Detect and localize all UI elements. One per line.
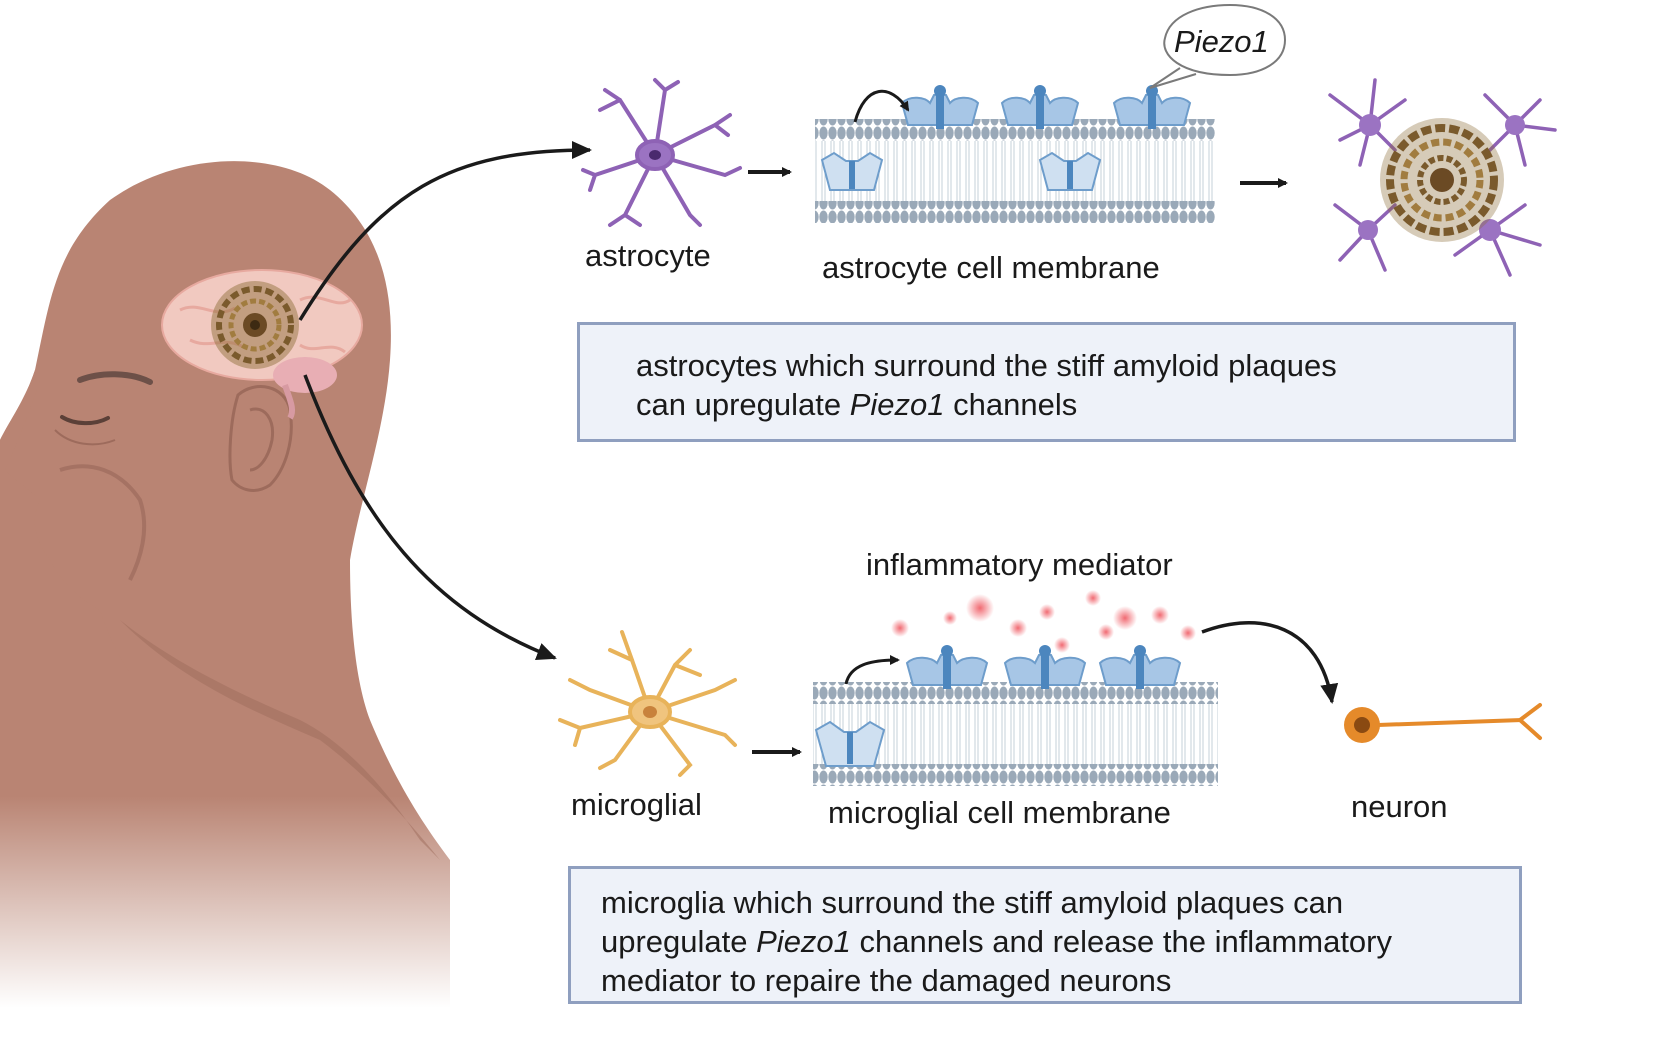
astrocyte-label: astrocyte bbox=[585, 238, 711, 273]
astrocytes-surrounding-plaque bbox=[1328, 78, 1557, 277]
amyloid-plaque-on-brain bbox=[211, 281, 299, 369]
arrow-brain-to-astrocyte bbox=[298, 141, 592, 321]
speech-bubble bbox=[1163, 3, 1287, 77]
closed-eye bbox=[60, 415, 110, 426]
microglia-membrane-diagram bbox=[813, 645, 1218, 786]
arrow-mediator-to-neuron bbox=[1201, 621, 1339, 704]
arrow-brain-to-microglia bbox=[303, 374, 557, 660]
astrocyte-caption-line2: can upregulate Piezo1 channels bbox=[636, 387, 1078, 422]
insertion-arrow bbox=[844, 655, 900, 685]
piezo1-channel-icons bbox=[814, 645, 1182, 767]
astrocyte-caption-line1: astrocytes which surround the stiff amyl… bbox=[636, 348, 1337, 383]
microglia-caption-line2: upregulate Piezo1 channels and release t… bbox=[601, 924, 1392, 959]
astrocyte-membrane-label: astrocyte cell membrane bbox=[822, 250, 1160, 285]
eyebrow bbox=[77, 371, 153, 385]
microglia-caption-line3: mediator to repaire the damaged neurons bbox=[601, 963, 1172, 998]
microglia-cell-icon bbox=[558, 630, 737, 777]
neuron-label: neuron bbox=[1351, 789, 1448, 824]
microglial-label: microglial bbox=[571, 787, 702, 822]
piezo1-channel-icons bbox=[820, 85, 1192, 191]
figure: astrocyte astrocyte cell membrane Piezo1… bbox=[0, 3, 1557, 1008]
microglial-membrane-label: microglial cell membrane bbox=[828, 795, 1171, 830]
piezo1-italic: Piezo1 bbox=[756, 924, 851, 959]
piezo1-italic: Piezo1 bbox=[849, 387, 945, 422]
inflammatory-mediator-particles bbox=[891, 590, 1196, 653]
figure-artwork bbox=[0, 3, 1557, 1008]
microglia-caption-line1: microglia which surround the stiff amylo… bbox=[601, 885, 1344, 920]
astrocyte-caption-box: astrocytes which surround the stiff amyl… bbox=[577, 322, 1516, 442]
ear bbox=[228, 385, 293, 492]
insertion-arrow bbox=[853, 89, 910, 123]
neuron-icon bbox=[1344, 703, 1542, 743]
astrocyte-cell-icon bbox=[581, 78, 742, 227]
inflammatory-mediator-label: inflammatory mediator bbox=[866, 547, 1173, 582]
human-head-illustration bbox=[0, 161, 450, 1008]
microglia-caption-box: microglia which surround the stiff amylo… bbox=[568, 866, 1522, 1004]
astrocyte-membrane-diagram bbox=[815, 85, 1215, 223]
piezo1-bubble-text: Piezo1 bbox=[1174, 24, 1269, 59]
